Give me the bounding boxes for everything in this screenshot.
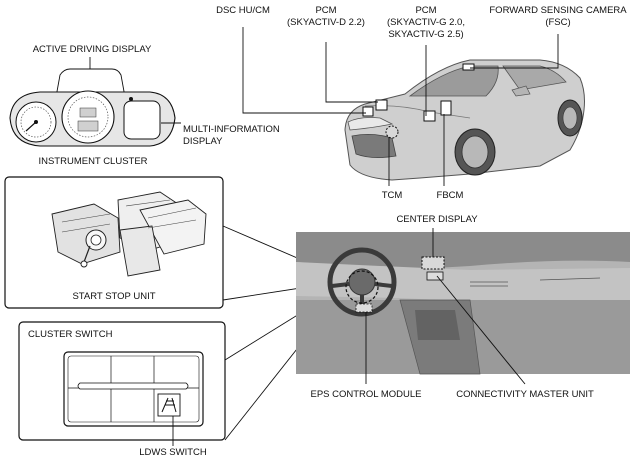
- instrument-cluster-label: INSTRUMENT CLUSTER: [38, 156, 147, 167]
- instrument-cluster: [9, 57, 181, 147]
- cluster-switch-inset: [18, 321, 226, 446]
- fsc-label: FORWARD SENSING CAMERA: [489, 5, 627, 16]
- ldws-icon: [161, 397, 177, 413]
- multi-information-display-label: MULTI-INFORMATION: [183, 124, 280, 135]
- pcm-gasoline-label-3: SKYACTIV-G 2.5): [388, 29, 463, 40]
- pcm-gasoline-label-2: (SKYACTIV-G 2.0,: [387, 17, 465, 28]
- pcm-gasoline-label: PCM: [415, 5, 436, 16]
- eps-control-module-label: EPS CONTROL MODULE: [310, 389, 421, 400]
- dsc-hu-cm-label: DSC HU/CM: [216, 5, 270, 16]
- fbcm-label: FBCM: [437, 190, 464, 201]
- start-stop-unit-label: START STOP UNIT: [72, 291, 155, 302]
- pcm-diesel-label-2: (SKYACTIV-D 2.2): [287, 17, 365, 28]
- center-display-label: CENTER DISPLAY: [396, 214, 478, 225]
- start-stop-unit-inset: [4, 176, 224, 309]
- pcm-diesel-label: PCM: [315, 5, 336, 16]
- fsc-label-2: (FSC): [545, 17, 570, 28]
- connectivity-master-unit-label: CONNECTIVITY MASTER UNIT: [456, 389, 594, 400]
- multi-information-display-label-2: DISPLAY: [183, 136, 223, 147]
- ldws-switch-label: LDWS SWITCH: [139, 447, 207, 458]
- active-driving-display-label: ACTIVE DRIVING DISPLAY: [33, 44, 152, 55]
- cluster-switch-label: CLUSTER SWITCH: [28, 329, 113, 340]
- tcm-label: TCM: [382, 190, 403, 201]
- vehicle-exterior: [344, 59, 585, 181]
- dashboard-interior: [296, 232, 630, 375]
